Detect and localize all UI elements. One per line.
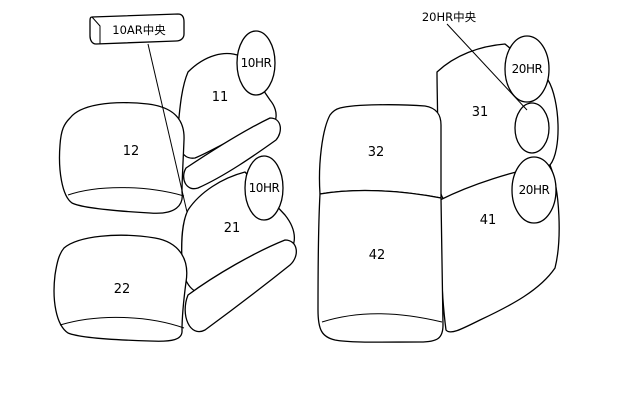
armrest-10ar-center-label: 10AR中央 xyxy=(112,23,166,37)
part-number-22: 22 xyxy=(114,282,131,297)
armrest-10ar-center-tag xyxy=(89,13,185,45)
seat-part-42 xyxy=(317,189,444,343)
headrest-10hr-lower-label: 10HR xyxy=(249,181,280,195)
part-number-31: 31 xyxy=(472,105,489,120)
headrest-20hr-lower xyxy=(511,156,557,224)
headrest-20hr-top-label: 20HR xyxy=(512,62,543,76)
part-number-32: 32 xyxy=(368,145,385,160)
part-number-21: 21 xyxy=(224,221,241,236)
seat-part-21-lip xyxy=(184,239,297,333)
headrest-10hr-lower xyxy=(244,155,284,221)
headrest-20hr-center-tag-label: 20HR中央 xyxy=(422,10,477,24)
seat-part-11-lip xyxy=(183,117,281,190)
headrest-20hr-lower-label: 20HR xyxy=(519,183,550,197)
headrest-10hr-top-label: 10HR xyxy=(241,56,272,70)
seat-part-22 xyxy=(53,234,188,342)
seat-part-12 xyxy=(58,102,185,214)
headrest-10hr-top xyxy=(236,30,276,96)
part-number-12: 12 xyxy=(123,144,140,159)
part-number-42: 42 xyxy=(369,248,386,263)
part-number-11: 11 xyxy=(212,90,229,105)
headrest-20hr-top xyxy=(504,35,550,103)
armrest-leader-line xyxy=(147,43,188,213)
part-number-41: 41 xyxy=(480,213,497,228)
headrest-20hr-center xyxy=(514,102,550,154)
headrest-leader-line xyxy=(446,23,528,111)
